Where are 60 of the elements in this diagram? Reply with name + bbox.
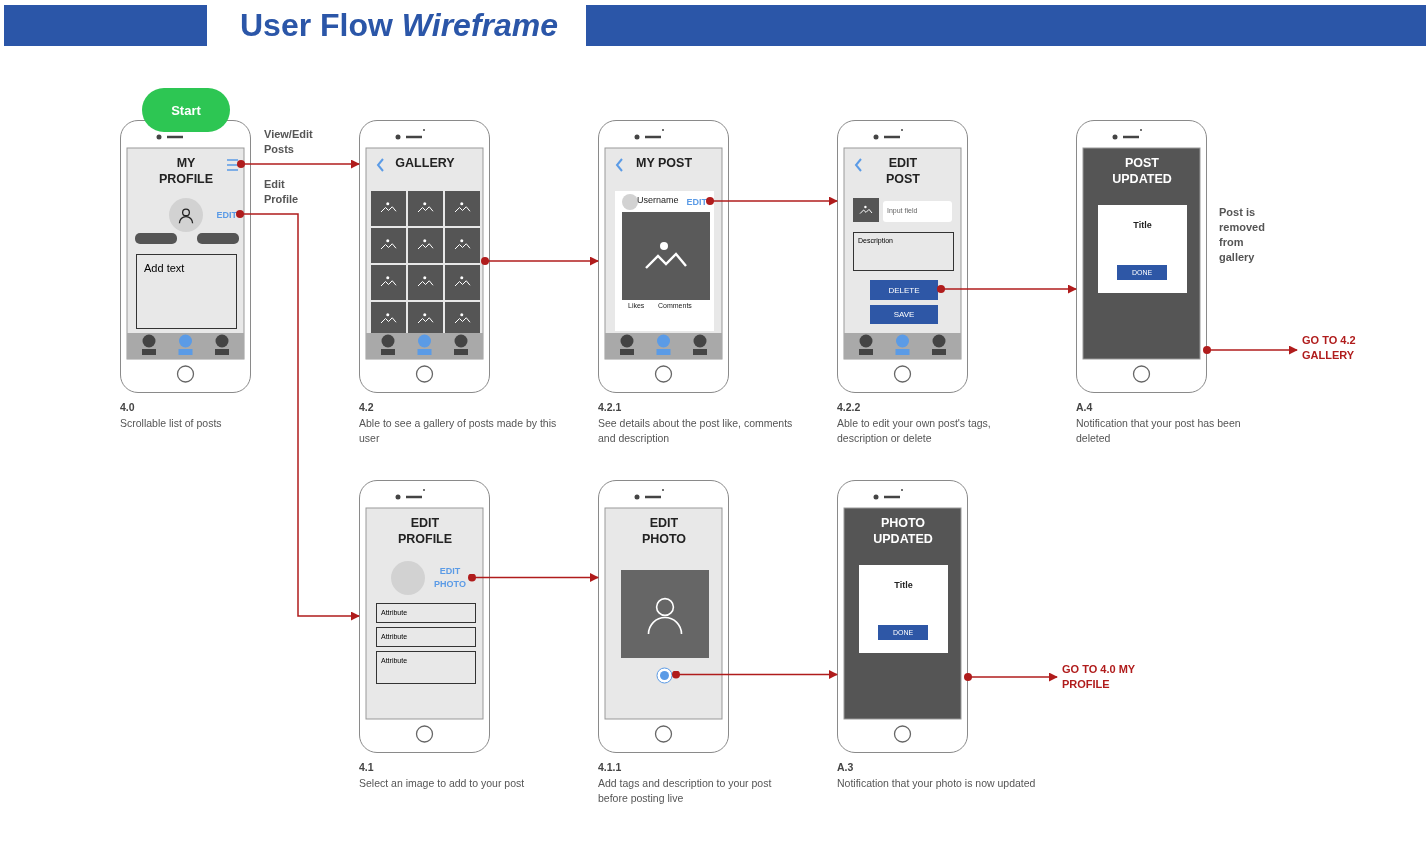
start-button: Start xyxy=(142,88,230,132)
phone-frame xyxy=(120,120,251,393)
screen-description: Notification that your post has been deleted xyxy=(1076,416,1242,446)
screen-number: 4.1.1 xyxy=(598,761,623,773)
edit-link: EDIT xyxy=(210,208,237,222)
note-text: Post is removed from gallery xyxy=(1219,205,1266,265)
arrow xyxy=(937,284,1077,294)
screen-title: PHOTO UPDATED xyxy=(873,515,933,547)
diagram-title: User Flow Wireframe xyxy=(240,7,559,44)
screen-description: See details about the post like, comments and description xyxy=(598,416,794,446)
ui-label: Username xyxy=(637,195,679,205)
screen-title: GALLERY xyxy=(395,155,455,171)
screen-number: A.3 xyxy=(837,761,855,773)
radio-button xyxy=(656,667,673,684)
menu-icon xyxy=(227,159,238,171)
dialog-card xyxy=(1098,205,1187,293)
arrow xyxy=(672,670,838,679)
phone-frame xyxy=(1076,120,1207,393)
dialog-title: Title xyxy=(893,579,914,592)
arrow xyxy=(706,196,838,206)
screen-title: POST UPDATED xyxy=(1112,155,1172,187)
dialog-card xyxy=(859,565,948,653)
arrow xyxy=(468,573,599,582)
edit-photo-link: EDIT PHOTO xyxy=(431,565,469,592)
screen-title: EDIT PHOTO xyxy=(640,515,688,547)
screen-title: EDIT POST xyxy=(884,155,921,187)
screen-description: Select an image to add to your post xyxy=(359,776,526,791)
screen-number: 4.0 xyxy=(120,401,136,413)
image-grid xyxy=(371,191,482,333)
screen-description: Able to see a gallery of posts made by this user xyxy=(359,416,558,446)
screen-description: Able to edit your own post's tags, description or delete xyxy=(837,416,992,446)
screen-title: MY PROFILE xyxy=(157,155,215,187)
action-button: SAVE xyxy=(870,305,938,324)
screen-number: 4.2.2 xyxy=(837,401,862,413)
screen-title: EDIT PROFILE xyxy=(396,515,454,547)
phone-frame xyxy=(837,480,968,753)
go-to-text: GO TO 4.2 GALLERY xyxy=(1302,333,1392,365)
phone-frame xyxy=(598,480,729,753)
screen-number: A.4 xyxy=(1076,401,1094,413)
screen-description: Notification that your photo is now updated xyxy=(837,776,1037,791)
screen-description: Add tags and description to your post before posting live xyxy=(598,776,773,806)
arrow xyxy=(1203,345,1298,355)
screen-number: 4.1 xyxy=(359,761,375,773)
arrow xyxy=(237,159,360,169)
screen-description: Scrollable list of posts xyxy=(120,416,223,431)
screen-number: 4.2.1 xyxy=(598,401,623,413)
arrow xyxy=(964,672,1058,682)
action-button: DELETE xyxy=(870,280,938,300)
edit-link: EDIT xyxy=(681,195,707,209)
screen-title: MY POST xyxy=(635,155,693,171)
dialog-title: Title xyxy=(1132,219,1153,232)
phone-frame xyxy=(837,120,968,393)
go-to-text: GO TO 4.0 MY PROFILE xyxy=(1062,662,1162,694)
text-area: Add text xyxy=(136,254,237,329)
phone-frame xyxy=(359,120,490,393)
phone-frame xyxy=(359,480,490,753)
phone-frame xyxy=(598,120,729,393)
arrow xyxy=(236,210,360,621)
screen-number: 4.2 xyxy=(359,401,375,413)
arrow xyxy=(481,256,599,266)
